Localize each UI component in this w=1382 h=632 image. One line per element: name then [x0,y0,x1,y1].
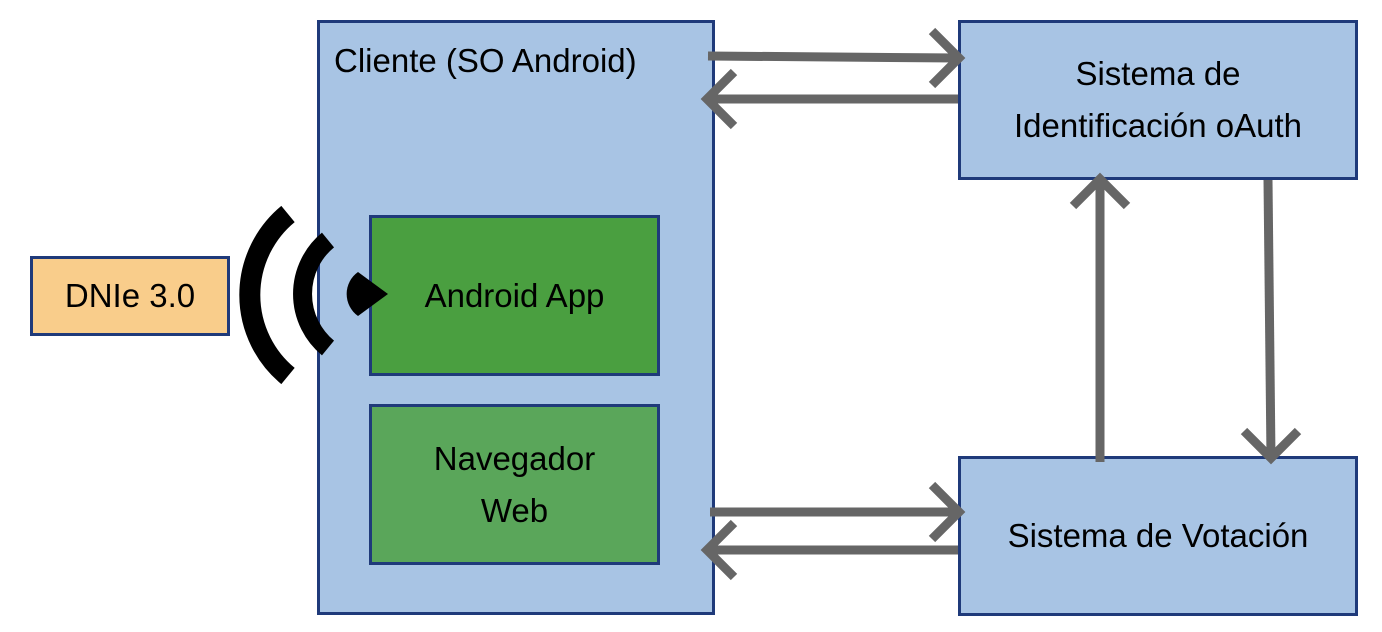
arrow-cliente-to-votacion [710,481,966,543]
dnie-box: DNIe 3.0 [30,256,230,336]
android-app-box: Android App [369,215,660,376]
oauth-label-line1: Sistema de [1075,55,1241,92]
votacion-label: Sistema de Votación [1007,517,1309,554]
votacion-system-box: Sistema de Votación [958,456,1358,616]
navegador-web-box: Navegador Web [369,404,660,565]
navegador-label-line2: Web [480,491,549,529]
arrow-oauth-to-votacion [1240,179,1302,465]
dnie-label: DNIe 3.0 [64,277,196,314]
android-app-label: Android App [424,276,605,314]
oauth-system-box: Sistema de Identificación oAuth [958,20,1358,180]
arrow-oauth-to-cliente [700,68,958,130]
arrow-votacion-to-oauth [1069,172,1131,462]
arrow-votacion-to-cliente [700,519,958,581]
oauth-label-line2: Identificación oAuth [1013,107,1303,144]
arrow-cliente-to-oauth [707,27,966,89]
cliente-title: Cliente (SO Android) [334,42,637,79]
navegador-label-line1: Navegador [433,439,596,477]
